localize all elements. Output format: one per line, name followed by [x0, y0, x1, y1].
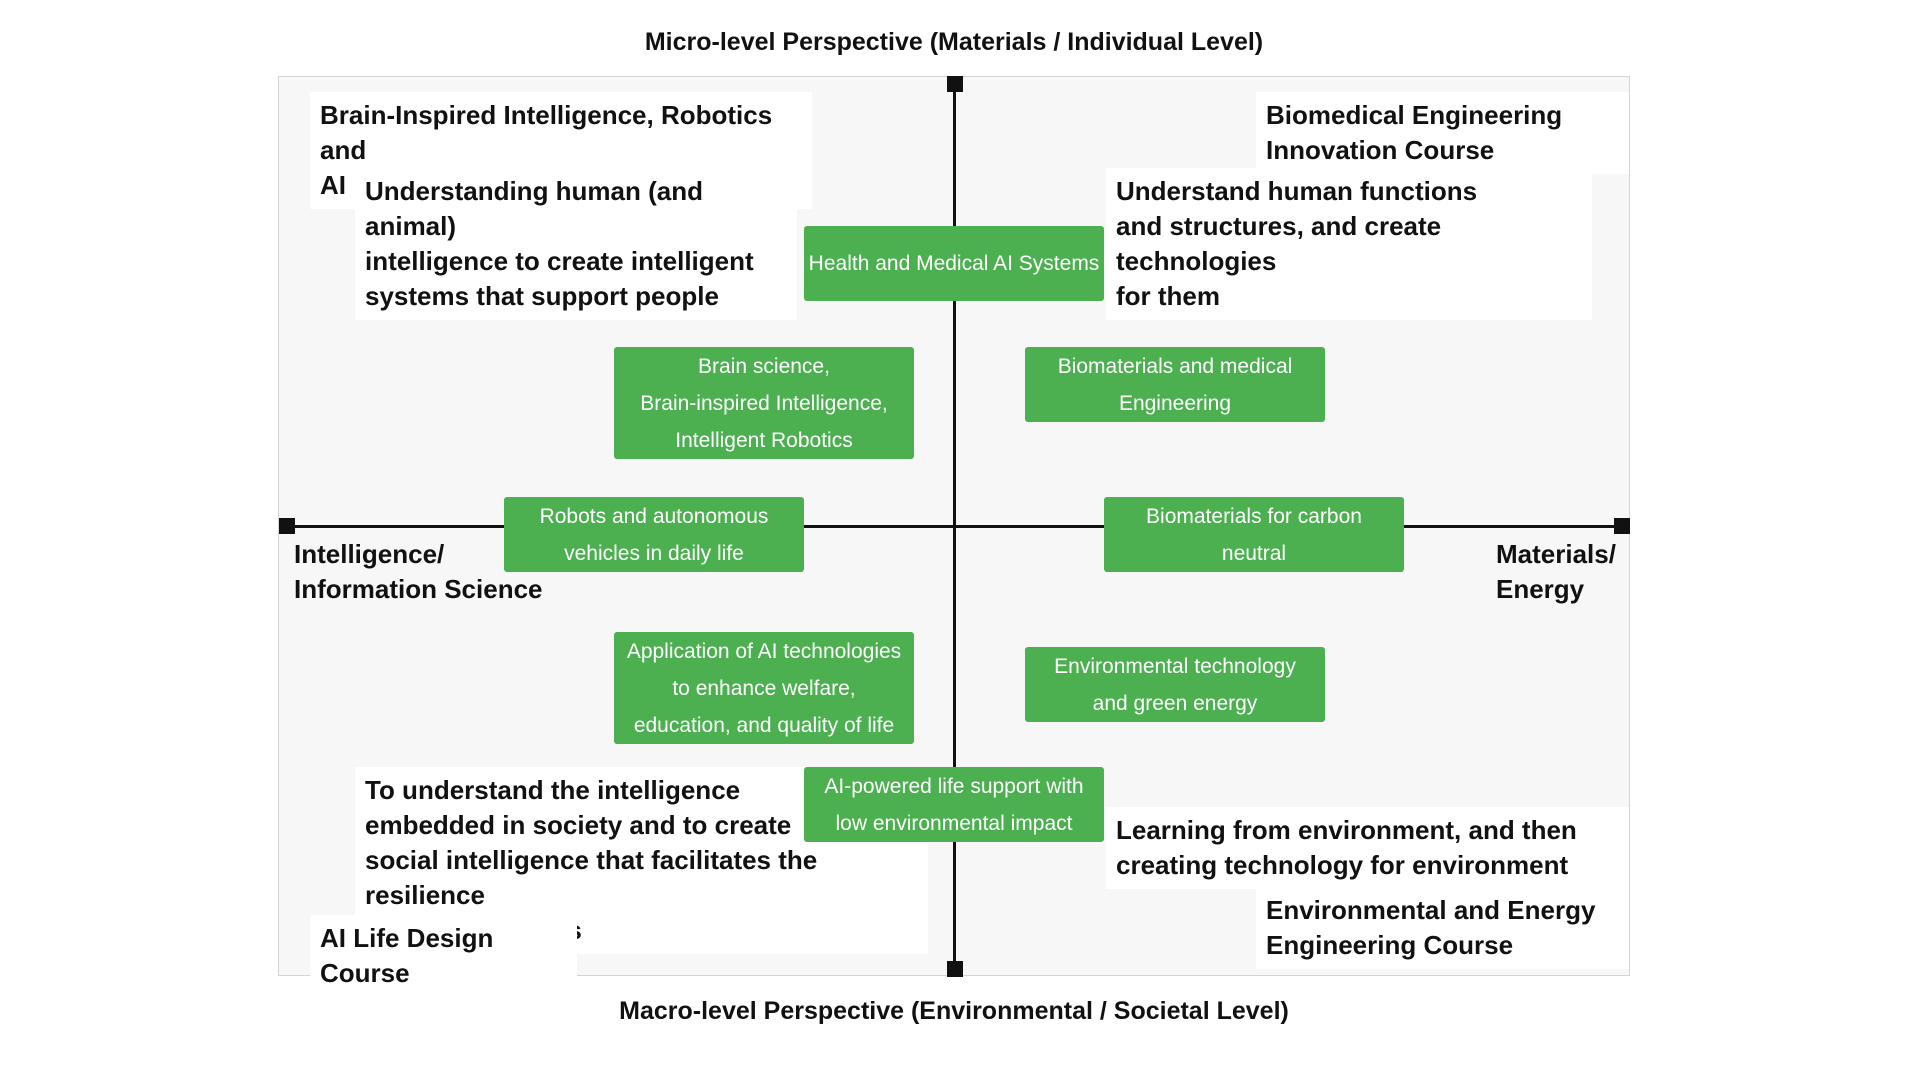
topic-brain-science-label: Brain science, Brain-inspired Intelligen… — [640, 354, 888, 452]
axis-label-right: Materials/ Energy — [1496, 539, 1616, 604]
axis-end-right-marker — [1614, 518, 1630, 534]
topic-environmental-tech-label: Environmental technology and green energ… — [1054, 654, 1296, 715]
topic-biomaterials-carbon-label: Biomaterials for carbon neutral — [1146, 504, 1362, 565]
topic-ai-welfare-label: Application of AI technologies to enhanc… — [626, 639, 902, 737]
topic-biomaterials-carbon: Biomaterials for carbon neutral — [1104, 497, 1404, 572]
topic-robots-autonomous-label: Robots and autonomous vehicles in daily … — [539, 504, 769, 565]
topic-environmental-tech: Environmental technology and green energ… — [1025, 647, 1325, 722]
topic-health-medical-ai-label: Health and Medical AI Systems — [808, 252, 1100, 275]
course-ai-life-design: AI Life Design Course — [310, 915, 577, 997]
topic-robots-autonomous: Robots and autonomous vehicles in daily … — [504, 497, 804, 572]
axis-end-bottom-marker — [947, 961, 963, 977]
axis-title-bottom: Macro-level Perspective (Environmental /… — [619, 997, 1289, 1025]
topic-brain-science: Brain science, Brain-inspired Intelligen… — [614, 347, 914, 459]
topic-biomaterials-medical: Biomaterials and medical Engineering — [1025, 347, 1325, 422]
description-environmental: Learning from environment, and then crea… — [1106, 807, 1629, 889]
description-brain-inspired: Understanding human (and animal) intelli… — [355, 168, 797, 320]
axis-label-left: Intelligence/ Information Science — [294, 539, 543, 604]
axis-title-top: Micro-level Perspective (Materials / Ind… — [644, 28, 1264, 56]
topic-health-medical-ai: Health and Medical AI Systems — [804, 226, 1104, 301]
topic-ai-welfare: Application of AI technologies to enhanc… — [614, 632, 914, 744]
topic-ai-life-support: AI-powered life support with low environ… — [804, 767, 1104, 842]
course-biomedical: Biomedical Engineering Innovation Course — [1256, 92, 1629, 174]
horizontal-axis — [287, 525, 1622, 528]
topic-ai-life-support-label: AI-powered life support with low environ… — [824, 774, 1084, 835]
topic-biomaterials-medical-label: Biomaterials and medical Engineering — [1057, 354, 1293, 415]
axis-end-left-marker — [279, 518, 295, 534]
description-biomedical: Understand human functions and structure… — [1106, 168, 1592, 320]
axis-end-top-marker — [947, 76, 963, 92]
course-environmental-energy: Environmental and Energy Engineering Cou… — [1256, 887, 1629, 969]
